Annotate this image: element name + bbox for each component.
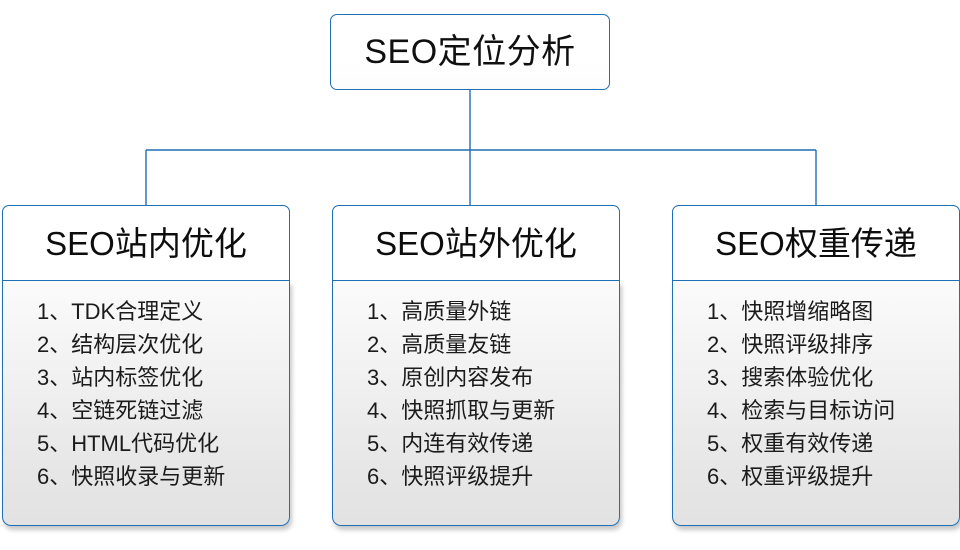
branch-item-list-2: 1、高质量外链 2、高质量友链 3、原创内容发布 4、快照抓取与更新 5、内连有…: [333, 295, 619, 493]
root-node-title: SEO定位分析: [364, 33, 576, 71]
list-item: 1、TDK合理定义: [37, 299, 204, 324]
branch-item-list-1: 1、TDK合理定义 2、结构层次优化 3、站内标签优化 4、空链死链过滤 5、H…: [3, 295, 289, 493]
list-item: 5、HTML代码优化: [37, 431, 220, 456]
branch-column-2: SEO站外优化 1、高质量外链 2、高质量友链 3、原创内容发布 4、快照抓取与…: [332, 205, 620, 526]
list-item: 2、快照评级排序: [707, 332, 874, 357]
branch-header-title-1: SEO站内优化: [45, 224, 247, 262]
root-node: SEO定位分析: [330, 14, 610, 90]
branch-body-2: 1、高质量外链 2、高质量友链 3、原创内容发布 4、快照抓取与更新 5、内连有…: [332, 281, 620, 526]
list-item: 3、搜索体验优化: [707, 365, 874, 390]
list-item: 1、快照增缩略图: [707, 299, 874, 324]
branch-header-1: SEO站内优化: [2, 205, 290, 281]
list-item: 3、站内标签优化: [37, 365, 204, 390]
list-item: 6、快照评级提升: [367, 464, 534, 489]
branch-column-1: SEO站内优化 1、TDK合理定义 2、结构层次优化 3、站内标签优化 4、空链…: [2, 205, 290, 526]
branch-column-3: SEO权重传递 1、快照增缩略图 2、快照评级排序 3、搜索体验优化 4、检索与…: [672, 205, 960, 526]
list-item: 6、快照收录与更新: [37, 464, 226, 489]
list-item: 6、权重评级提升: [707, 464, 874, 489]
list-item: 1、高质量外链: [367, 299, 512, 324]
list-item: 5、内连有效传递: [367, 431, 534, 456]
branch-item-list-3: 1、快照增缩略图 2、快照评级排序 3、搜索体验优化 4、检索与目标访问 5、权…: [673, 295, 959, 493]
list-item: 5、权重有效传递: [707, 431, 874, 456]
branch-header-title-2: SEO站外优化: [375, 224, 577, 262]
list-item: 2、高质量友链: [367, 332, 512, 357]
list-item: 2、结构层次优化: [37, 332, 204, 357]
branch-header-3: SEO权重传递: [672, 205, 960, 281]
branch-body-1: 1、TDK合理定义 2、结构层次优化 3、站内标签优化 4、空链死链过滤 5、H…: [2, 281, 290, 526]
branch-header-title-3: SEO权重传递: [715, 224, 917, 262]
list-item: 4、检索与目标访问: [707, 398, 896, 423]
branch-body-3: 1、快照增缩略图 2、快照评级排序 3、搜索体验优化 4、检索与目标访问 5、权…: [672, 281, 960, 526]
list-item: 3、原创内容发布: [367, 365, 534, 390]
list-item: 4、空链死链过滤: [37, 398, 204, 423]
branch-header-2: SEO站外优化: [332, 205, 620, 281]
list-item: 4、快照抓取与更新: [367, 398, 556, 423]
